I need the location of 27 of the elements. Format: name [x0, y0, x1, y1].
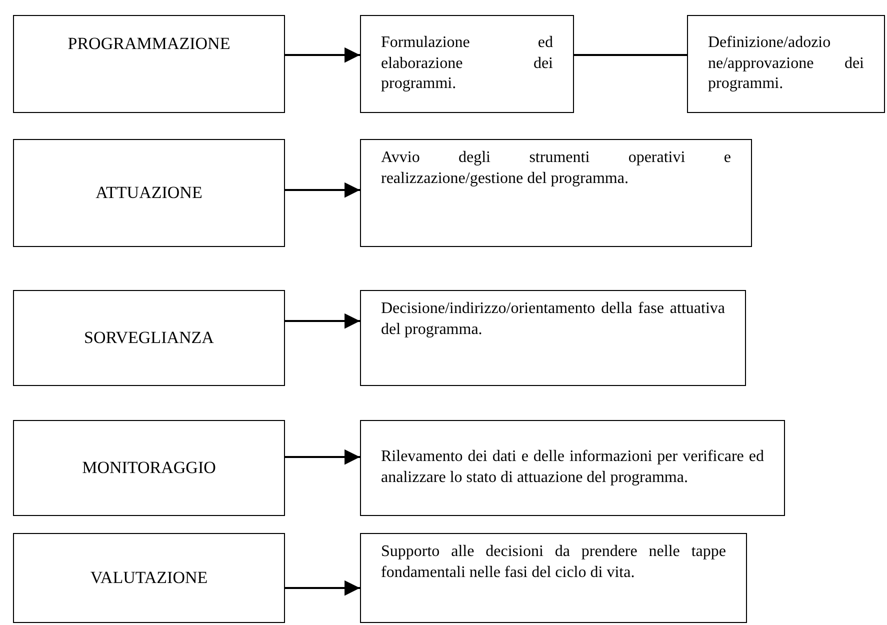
description-text: Formulazione ed elaborazione dei programmi.: [381, 32, 553, 94]
phase-box: [13, 139, 285, 247]
phase-box: [13, 15, 285, 113]
arrow: [285, 313, 360, 329]
phase-box: [13, 290, 285, 386]
description-box: [360, 420, 785, 516]
phase-box: [13, 420, 285, 516]
arrow: [285, 182, 360, 198]
arrow: [285, 580, 360, 596]
description-box: [360, 139, 752, 247]
phase-label: MONITORAGGIO: [82, 458, 216, 478]
description-text: Supporto alle decisioni da prendere nelle tappe fondamentali nelle fasi del ciclo di vita.: [381, 542, 726, 583]
description-box: [360, 15, 574, 113]
description-text: Avvio degli strumenti operativi e realizzazione/gestione del programma.: [381, 148, 731, 189]
description-text: Rilevamento dei dati e delle informazioni per verificare ed analizzare lo stato di attuazione del programma.: [381, 447, 764, 488]
description-box: [687, 15, 885, 113]
arrow: [285, 47, 360, 63]
arrow: [285, 449, 360, 465]
phase-label: SORVEGLIANZA: [84, 328, 214, 348]
phase-label: PROGRAMMAZIONE: [68, 34, 230, 54]
phase-label: ATTUAZIONE: [96, 183, 202, 203]
phase-label: VALUTAZIONE: [90, 568, 208, 588]
phase-box: [13, 533, 285, 623]
description-box: [360, 290, 746, 386]
description-text: Definizione/adozio ne/approvazione dei programmi.: [708, 32, 864, 94]
description-text: Decisione/indirizzo/orientamento della fase attuativa del programma.: [381, 299, 725, 340]
description-box: [360, 533, 747, 623]
